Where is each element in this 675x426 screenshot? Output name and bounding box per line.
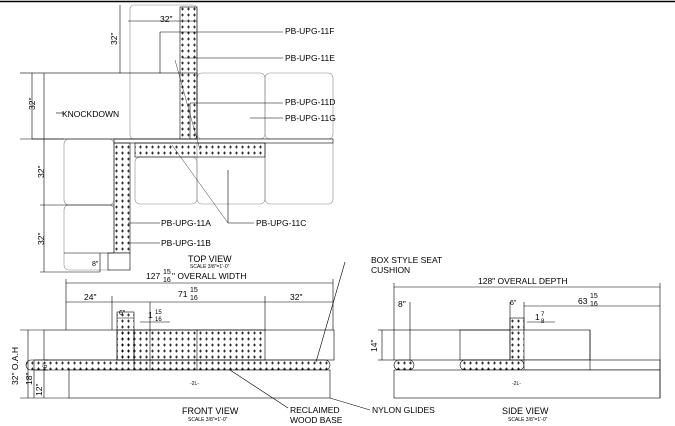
callout-box-seat-2: CUSHION bbox=[371, 265, 410, 275]
seat-cushion-outline bbox=[264, 138, 334, 205]
dim-side-1: 1 bbox=[535, 312, 540, 322]
front-wood-base bbox=[68, 369, 331, 399]
top-view-title: TOP VIEW bbox=[188, 254, 232, 264]
dim-front-12: 12" bbox=[34, 384, 44, 396]
side-cushion-outline bbox=[63, 204, 115, 271]
dim-front-71-num: 15 bbox=[190, 287, 198, 294]
callout-pb-upg-11d: PB-UPG-11D bbox=[285, 97, 335, 107]
dim-front-24: 24" bbox=[84, 292, 96, 302]
front-seat-cushion bbox=[25, 359, 331, 371]
callout-knockdown: KNOCKDOWN bbox=[62, 109, 119, 119]
front-view bbox=[20, 261, 371, 411]
dim-side-63-den: 16 bbox=[590, 301, 598, 308]
dim-side-1-den: 8 bbox=[541, 319, 545, 325]
front-view-title: FRONT VIEW bbox=[182, 406, 239, 416]
front-base-mark: -2L- bbox=[190, 381, 199, 387]
callout-reclaimed-1: RECLAIMED bbox=[290, 405, 340, 415]
side-wood-base bbox=[393, 369, 661, 399]
dim-overall-width-den: 16 bbox=[163, 277, 171, 284]
side-panel bbox=[113, 142, 131, 254]
front-back-cushion bbox=[116, 329, 266, 361]
side-seat-mid bbox=[459, 359, 525, 371]
dim-front-18: 18" bbox=[24, 373, 34, 385]
dim-side-63-num: 15 bbox=[590, 293, 598, 300]
dim-top-32-vertical: 32" bbox=[109, 33, 119, 45]
back-rail bbox=[113, 138, 334, 144]
side-base-mark: -2L- bbox=[512, 381, 521, 387]
dim-32-side-upper: 32" bbox=[36, 166, 46, 178]
dim-32-knockdown: 32" bbox=[27, 98, 37, 110]
dim-front-6-vertical: 6" bbox=[43, 363, 49, 368]
dim-front-1: 1 bbox=[148, 310, 153, 320]
arm-end bbox=[107, 252, 131, 271]
dim-front-32: 32" bbox=[290, 292, 302, 302]
side-view-scale: SCALE 3/8"=1'-0" bbox=[508, 417, 548, 423]
dim-overall-depth: 128" OVERALL DEPTH bbox=[478, 276, 568, 286]
dim-side-14: 14" bbox=[369, 340, 379, 352]
callout-pb-upg-11c: PB-UPG-11C bbox=[256, 218, 306, 228]
callout-pb-upg-11b: PB-UPG-11B bbox=[161, 238, 211, 248]
callout-nylon-glides: NYLON GLIDES bbox=[372, 405, 435, 415]
side-back-outline bbox=[393, 329, 591, 361]
dim-front-71-den: 16 bbox=[190, 295, 198, 302]
side-arm bbox=[509, 317, 525, 361]
back-cushion-outline bbox=[196, 72, 266, 140]
top-view-scale: SCALE 3/8"=1'-0" bbox=[190, 264, 230, 270]
dim-side-8: 8" bbox=[398, 299, 406, 309]
dim-overall-width-label: " OVERALL WIDTH bbox=[172, 271, 247, 281]
top-view bbox=[20, 4, 334, 273]
callout-pb-upg-11f: PB-UPG-11F bbox=[285, 26, 334, 36]
dim-front-1-den: 16 bbox=[155, 317, 162, 323]
seat-cushion-outline bbox=[134, 156, 198, 205]
dim-front-oah: 32" O.A.H bbox=[10, 347, 20, 385]
front-view-scale: SCALE 3/8"=1'-0" bbox=[188, 417, 228, 423]
callout-pb-upg-11a: PB-UPG-11A bbox=[161, 218, 211, 228]
side-seat-end bbox=[393, 359, 415, 371]
callout-reclaimed-2: WOOD BASE bbox=[290, 415, 343, 425]
dim-side-1-num: 7 bbox=[541, 312, 545, 318]
dim-32-side-lower: 32" bbox=[36, 233, 46, 245]
dim-front-71: 71 bbox=[178, 289, 188, 299]
side-view bbox=[378, 283, 661, 399]
dim-side-6: 6" bbox=[510, 300, 517, 307]
dim-overall-width-num: 15 bbox=[163, 269, 171, 276]
dim-overall-width: 127 bbox=[146, 271, 160, 281]
dim-top-8: 8" bbox=[92, 261, 99, 268]
dim-top-32-horizontal: 32" bbox=[160, 14, 172, 24]
side-view-title: SIDE VIEW bbox=[502, 406, 549, 416]
knockdown-outline bbox=[31, 72, 198, 140]
labels: 32" 32" 32" 32" 32" 8" KNOCKDOWN PB-UPG-… bbox=[10, 14, 598, 425]
callout-pb-upg-11e: PB-UPG-11E bbox=[285, 53, 335, 63]
callout-box-seat-1: BOX STYLE SEAT bbox=[371, 255, 442, 265]
side-cushion-outline bbox=[63, 138, 115, 206]
dim-front-6: 6" bbox=[119, 310, 126, 317]
front-arm bbox=[116, 311, 135, 361]
callout-pb-upg-11g: PB-UPG-11G bbox=[285, 113, 336, 123]
dim-side-63: 63 bbox=[578, 296, 588, 306]
dim-front-1-num: 15 bbox=[155, 310, 162, 316]
